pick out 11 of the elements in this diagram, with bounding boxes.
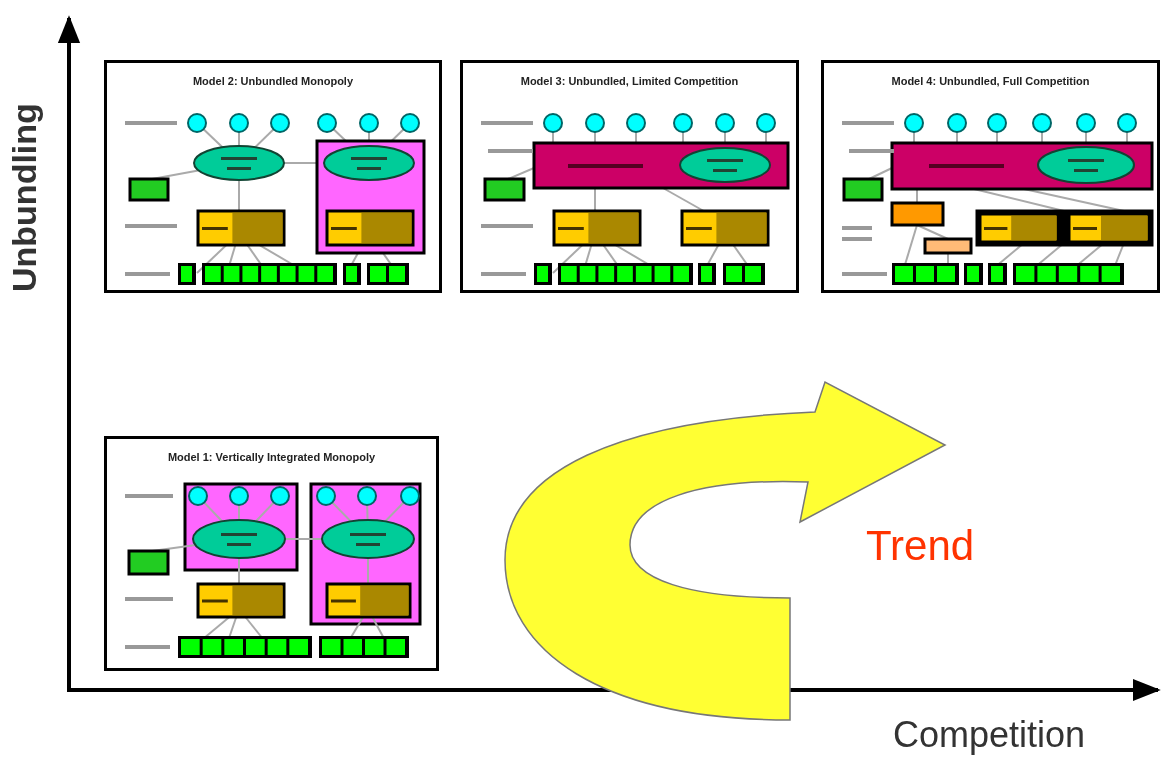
model-panel xyxy=(460,60,799,293)
trend-label: Trend xyxy=(866,522,975,570)
model-panel xyxy=(821,60,1160,293)
axis-label: Competition xyxy=(893,714,1086,756)
model-panel xyxy=(104,60,442,293)
panel-title: Model 1: Vertically Integrated Monopoly xyxy=(166,451,377,463)
model-panel xyxy=(104,436,439,671)
panel-title: Model 4: Unbundled, Full Competition xyxy=(890,75,1091,87)
panel-title: Model 2: Unbundled Monopoly xyxy=(191,75,355,87)
axis-label: Unbundling xyxy=(5,103,44,292)
panel-title: Model 3: Unbundled, Limited Competition xyxy=(519,75,740,87)
